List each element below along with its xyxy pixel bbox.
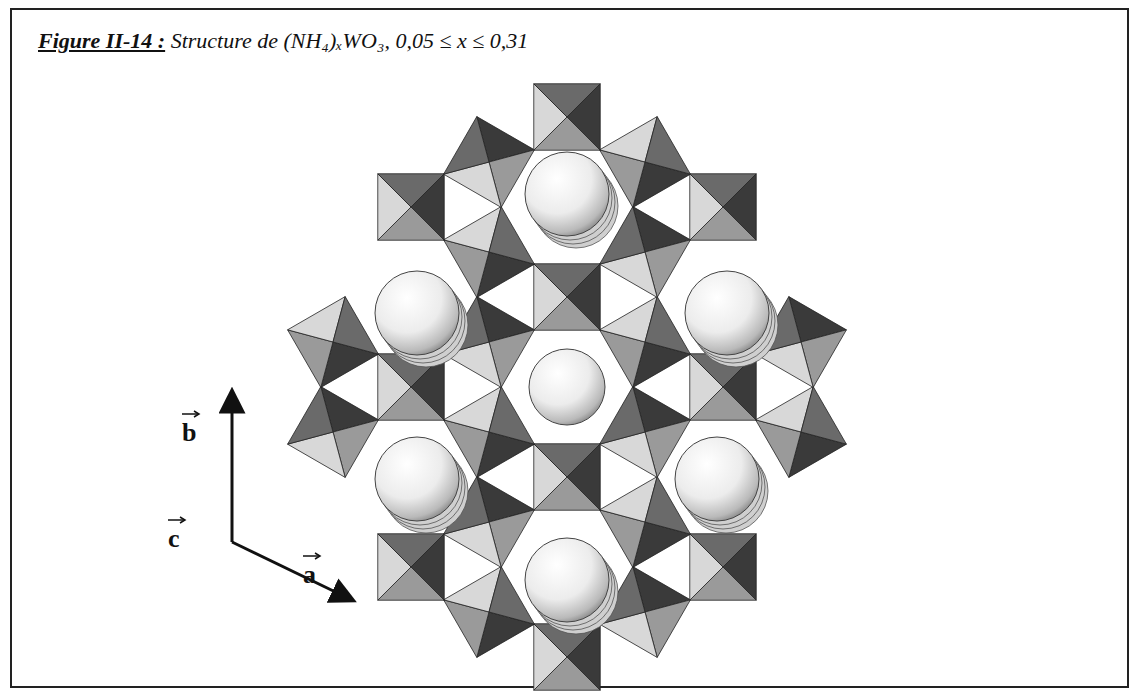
ammonium-sphere [525,152,609,236]
ammonium-sphere [375,437,459,521]
octahedron-face [288,387,333,445]
octahedron-face [690,534,756,567]
ammonium-sphere [375,271,459,355]
axis-label: a [303,562,316,588]
ammonium-sphere [525,538,609,622]
ammonium-sphere [685,271,769,355]
wo6-octahedron [288,387,379,478]
axis-label: b [182,420,196,446]
wo6-octahedron [600,387,691,478]
axis-system [168,392,352,600]
ammonium-ions [375,152,778,634]
figure-heading: Figure II-14 : Structure de (NH₄)ₓWO₃, 0… [38,28,528,54]
octahedron-face [690,174,756,207]
wo6-octahedron [444,117,535,208]
wo6-octahedron [288,297,379,388]
wo6-octahedron [534,444,600,510]
octahedron-face [645,297,690,355]
octahedron-face [600,387,645,445]
wo6-octahedron [378,534,444,600]
octahedron-face [444,117,489,175]
octahedron-face [489,207,534,265]
octahedron-face [333,297,378,355]
octahedron-face [489,387,534,445]
wo6-octahedron [600,297,691,388]
wo6-octahedron [378,174,444,240]
octahedron-face [378,174,444,207]
octahedron-face [534,444,600,477]
axis-label: c [168,526,180,552]
wo6-octahedron [534,84,600,150]
octahedron-face [378,534,444,567]
octahedron-face [534,84,600,117]
wo6-octahedron [534,264,600,330]
octahedra [288,84,847,690]
wo6-octahedron [534,624,600,690]
octahedron-face [534,264,600,297]
figure-title: Figure II-14 : [38,28,165,53]
wo6-octahedron [444,207,535,298]
octahedron-face [645,117,690,175]
ammonium-sphere [675,437,759,521]
wo6-octahedron [756,387,847,478]
octahedron-face [801,387,846,445]
wo6-octahedron [690,174,756,240]
wo6-octahedron [690,534,756,600]
ammonium-sphere [529,349,605,425]
wo6-octahedron [444,567,535,658]
figure-caption: Structure de (NH₄)ₓWO₃, 0,05 ≤ x ≤ 0,31 [171,28,529,53]
